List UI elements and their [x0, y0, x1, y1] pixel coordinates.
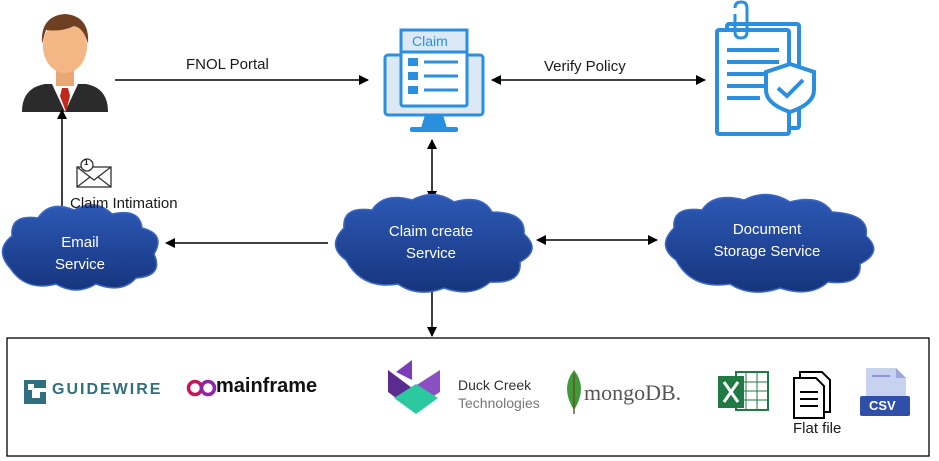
- policy-document-icon: [715, 0, 816, 136]
- document-storage-service-label: Document Storage Service: [692, 219, 842, 263]
- duck-creek-logo-text-line2: Technologies: [458, 395, 540, 411]
- mongodb-leaf-icon: [567, 370, 581, 414]
- flat-file-label: Flat file: [793, 420, 842, 437]
- excel-icon: [718, 371, 769, 411]
- email-service-cloud: [1, 204, 159, 291]
- claim-create-cloud: [334, 193, 533, 293]
- email-label-line2: Service: [54, 256, 106, 273]
- claim-label-line2: Service: [405, 245, 457, 262]
- flat-file-icon: [793, 371, 831, 419]
- verify-policy-label: Verify Policy: [544, 58, 626, 75]
- monitor-claim-title: Claim: [412, 33, 448, 49]
- systems-container: [6, 337, 930, 457]
- claim-monitor-icon: [383, 28, 485, 132]
- duck-creek-logo-icon: [388, 360, 440, 414]
- envelope-icon: [76, 158, 112, 188]
- email-service-label: Email Service: [30, 232, 130, 276]
- connectors: [57, 75, 706, 337]
- mainframe-logo-text: mainframe: [216, 375, 318, 397]
- user-icon: [22, 14, 108, 112]
- email-label-line1: Email: [61, 234, 99, 251]
- claim-label-line1: Claim create: [388, 223, 474, 240]
- doc-label-line2: Storage Service: [713, 243, 821, 260]
- csv-label: CSV: [869, 398, 896, 413]
- document-storage-cloud: [664, 193, 875, 293]
- csv-file-icon: [860, 368, 910, 416]
- mongodb-logo-text: mongoDB.: [584, 380, 682, 405]
- claim-create-service-label: Claim create Service: [366, 221, 496, 265]
- fnol-portal-label: FNOL Portal: [186, 56, 269, 73]
- claim-intimation-label: Claim Intimation: [70, 195, 178, 212]
- duck-creek-logo-text-line1: Duck Creek: [458, 377, 532, 393]
- envelope-badge: 1: [84, 158, 89, 167]
- mainframe-logo-icon: [186, 379, 217, 397]
- guidewire-logo-text: GUIDEWIRE: [52, 381, 163, 398]
- guidewire-logo-icon: [24, 380, 46, 404]
- doc-label-line1: Document: [732, 221, 802, 238]
